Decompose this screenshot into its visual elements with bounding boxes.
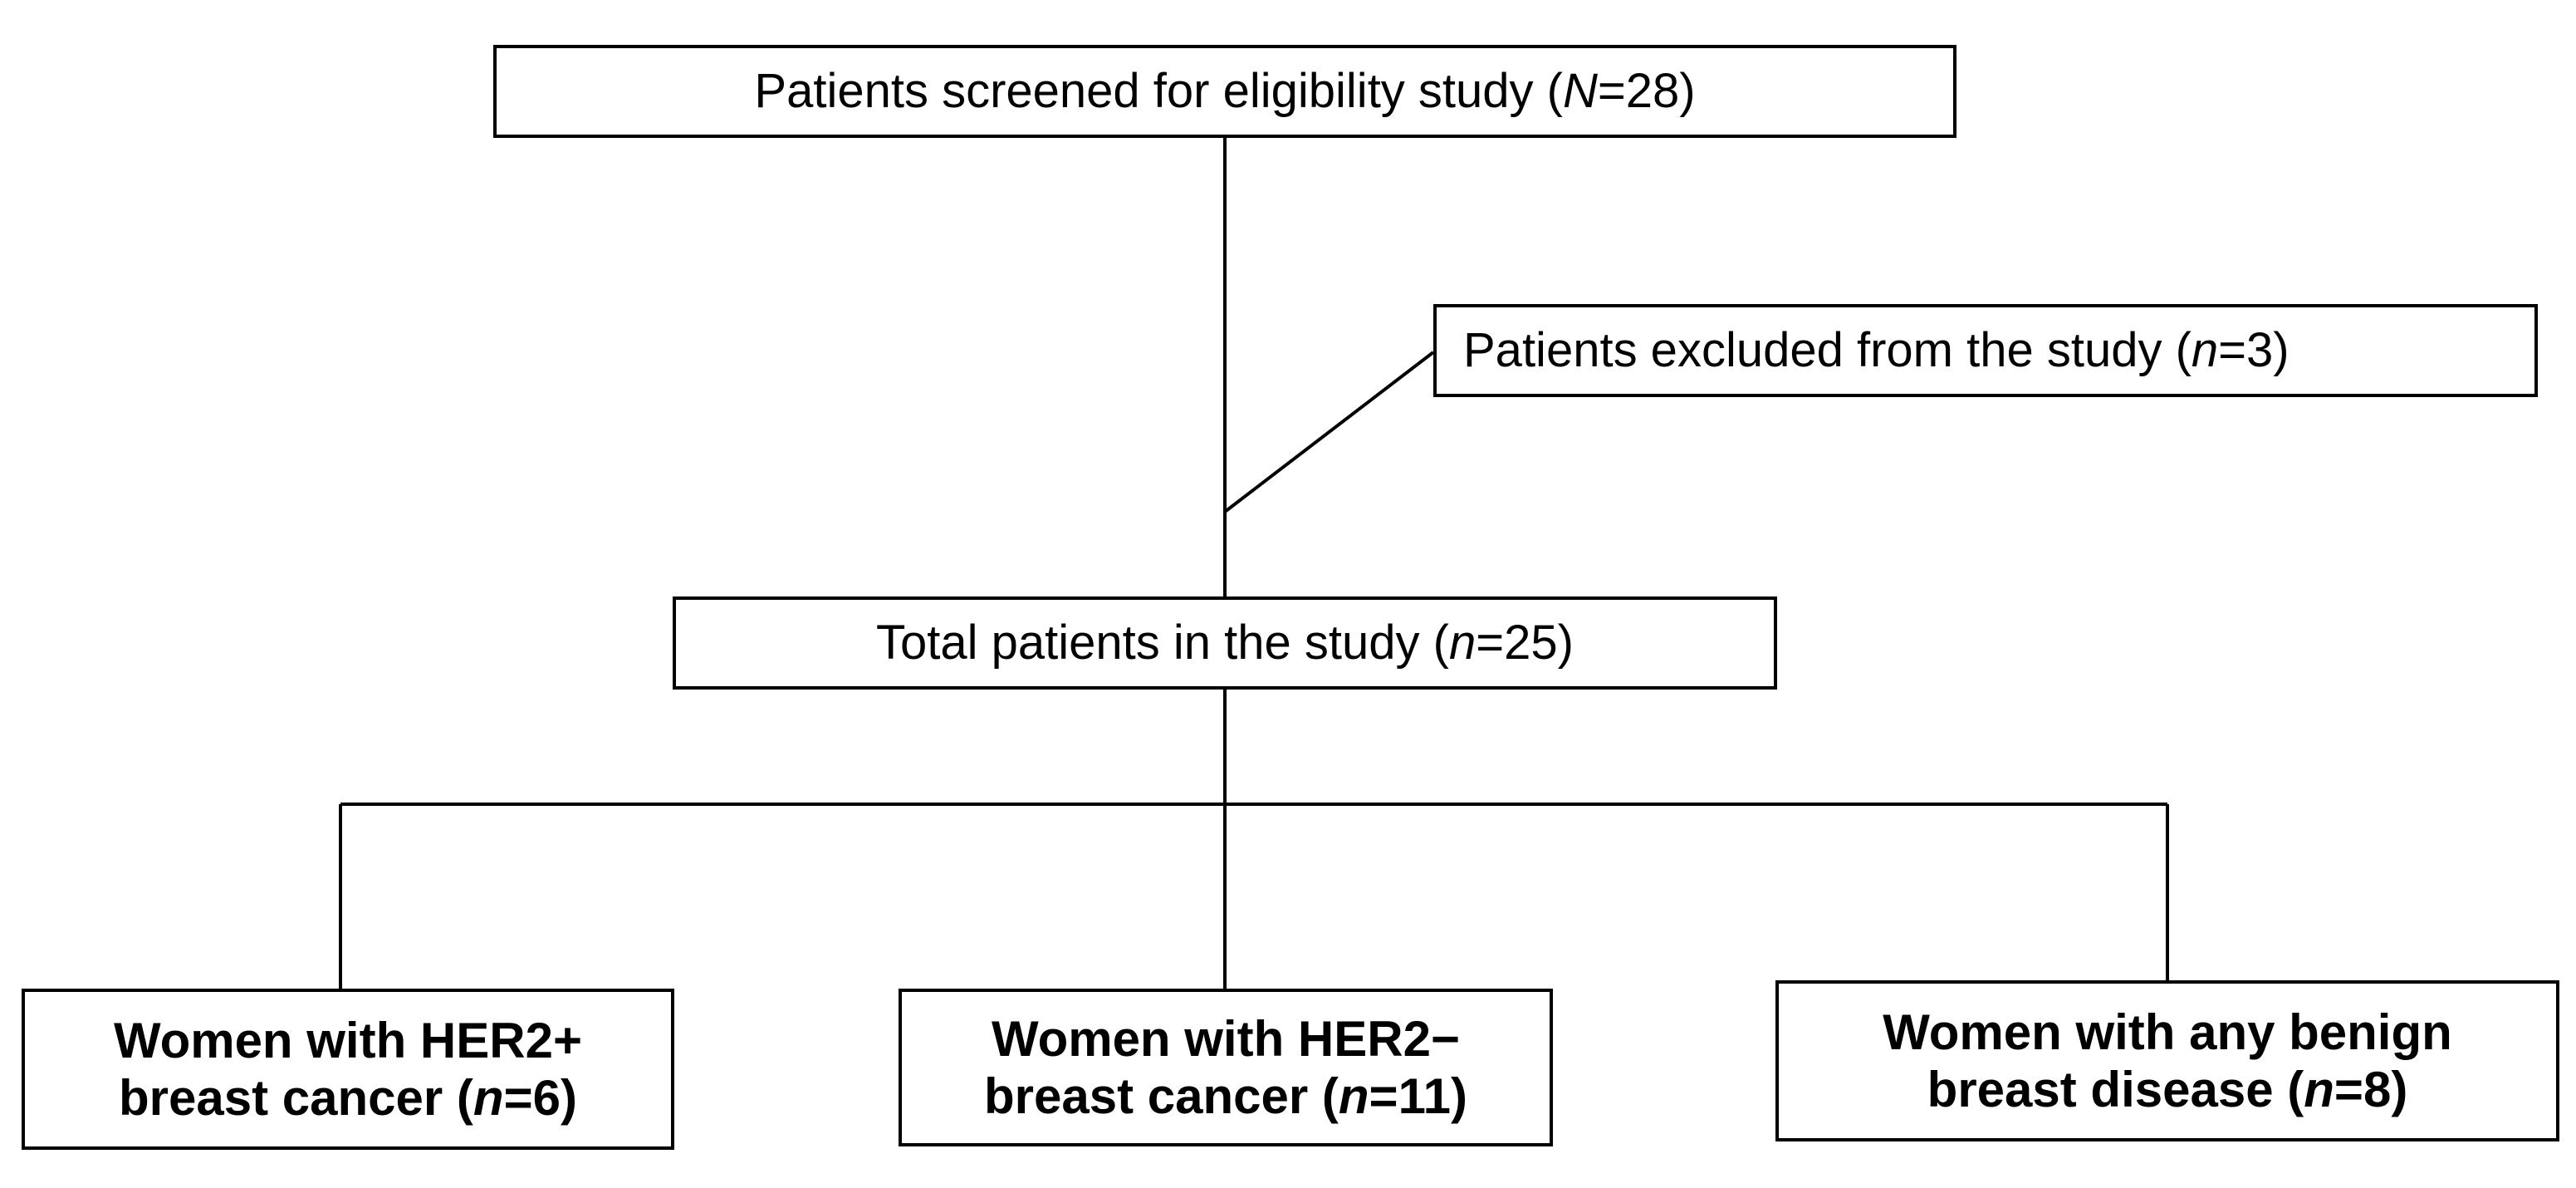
benign-disease-variable: n <box>2304 1062 2334 1117</box>
connector-exclusion-branch <box>1223 351 1435 513</box>
excluded-count: =3) <box>2218 322 2290 377</box>
screened-box: Patients screened for eligibility study … <box>493 45 1956 138</box>
total-patients-box: Total patients in the study (n=25) <box>673 596 1777 690</box>
her2-positive-variable: n <box>473 1070 504 1126</box>
benign-disease-line2: breast disease (n=8) <box>1883 1061 2452 1118</box>
her2-negative-count: =11) <box>1369 1068 1467 1124</box>
her2-positive-line2: breast cancer (n=6) <box>114 1069 582 1127</box>
benign-disease-line1: Women with any benign <box>1883 1004 2452 1060</box>
screened-variable: N <box>1562 63 1598 118</box>
her2-positive-label: Women with HER2+ breast cancer (n=6) <box>114 1012 582 1127</box>
screened-label: Patients screened for eligibility study … <box>754 64 1695 120</box>
her2-negative-line1: Women with HER2− <box>992 1011 1460 1067</box>
her2-positive-text: breast cancer ( <box>119 1070 473 1126</box>
excluded-text: Patients excluded from the study ( <box>1463 322 2192 377</box>
excluded-box: Patients excluded from the study (n=3) <box>1433 304 2538 397</box>
her2-negative-line2: breast cancer (n=11) <box>984 1068 1467 1125</box>
total-patients-label: Total patients in the study (n=25) <box>876 616 1574 671</box>
screened-text: Patients screened for eligibility study … <box>754 63 1563 118</box>
benign-disease-box: Women with any benign breast disease (n=… <box>1775 980 2559 1141</box>
benign-disease-text: breast disease ( <box>1927 1062 2304 1117</box>
her2-positive-line1: Women with HER2+ <box>114 1013 582 1068</box>
screened-count: =28) <box>1597 63 1696 118</box>
total-variable: n <box>1448 615 1477 670</box>
benign-disease-count: =8) <box>2334 1062 2408 1117</box>
her2-negative-text: breast cancer ( <box>984 1068 1339 1124</box>
excluded-label: Patients excluded from the study (n=3) <box>1437 323 2534 379</box>
her2-negative-variable: n <box>1338 1068 1369 1124</box>
benign-disease-label: Women with any benign breast disease (n=… <box>1883 1004 2452 1118</box>
her2-negative-box: Women with HER2− breast cancer (n=11) <box>899 989 1553 1146</box>
her2-positive-box: Women with HER2+ breast cancer (n=6) <box>22 989 674 1150</box>
her2-negative-label: Women with HER2− breast cancer (n=11) <box>984 1010 1467 1125</box>
her2-positive-count: =6) <box>503 1070 577 1126</box>
total-count: =25) <box>1476 615 1574 670</box>
total-text: Total patients in the study ( <box>876 615 1449 670</box>
excluded-variable: n <box>2191 322 2219 377</box>
